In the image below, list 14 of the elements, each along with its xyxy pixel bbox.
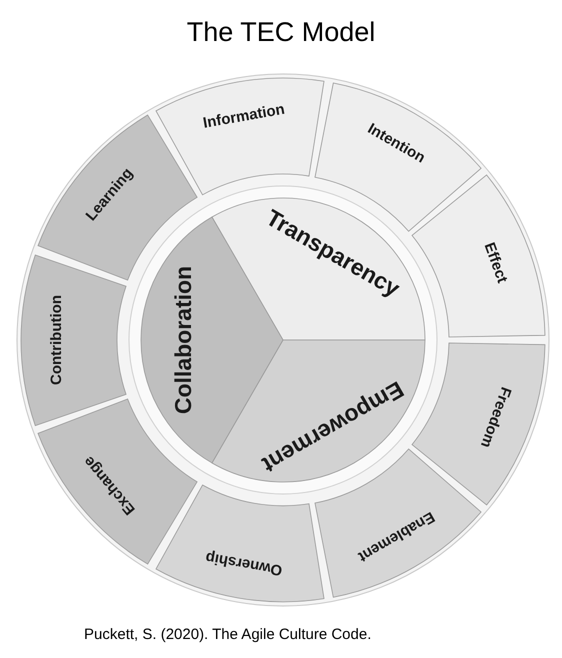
ring-segment <box>21 254 126 426</box>
wheel-sector <box>212 340 425 482</box>
segment-label: Information <box>201 100 286 134</box>
ring-segment <box>156 78 324 195</box>
ring-segment <box>412 342 545 505</box>
segment-label: Effect <box>480 239 512 286</box>
ring-segment <box>412 175 545 338</box>
source-caption: Puckett, S. (2020). The Agile Culture Code. <box>84 625 372 645</box>
diagram-title: The TEC Model <box>186 16 376 49</box>
segment-label: Ownership <box>204 547 284 580</box>
wheel-sector <box>212 198 425 340</box>
segment-label: Contribution <box>46 295 66 385</box>
segment-label: Collaboration <box>168 266 197 414</box>
ring-segment <box>156 485 324 602</box>
